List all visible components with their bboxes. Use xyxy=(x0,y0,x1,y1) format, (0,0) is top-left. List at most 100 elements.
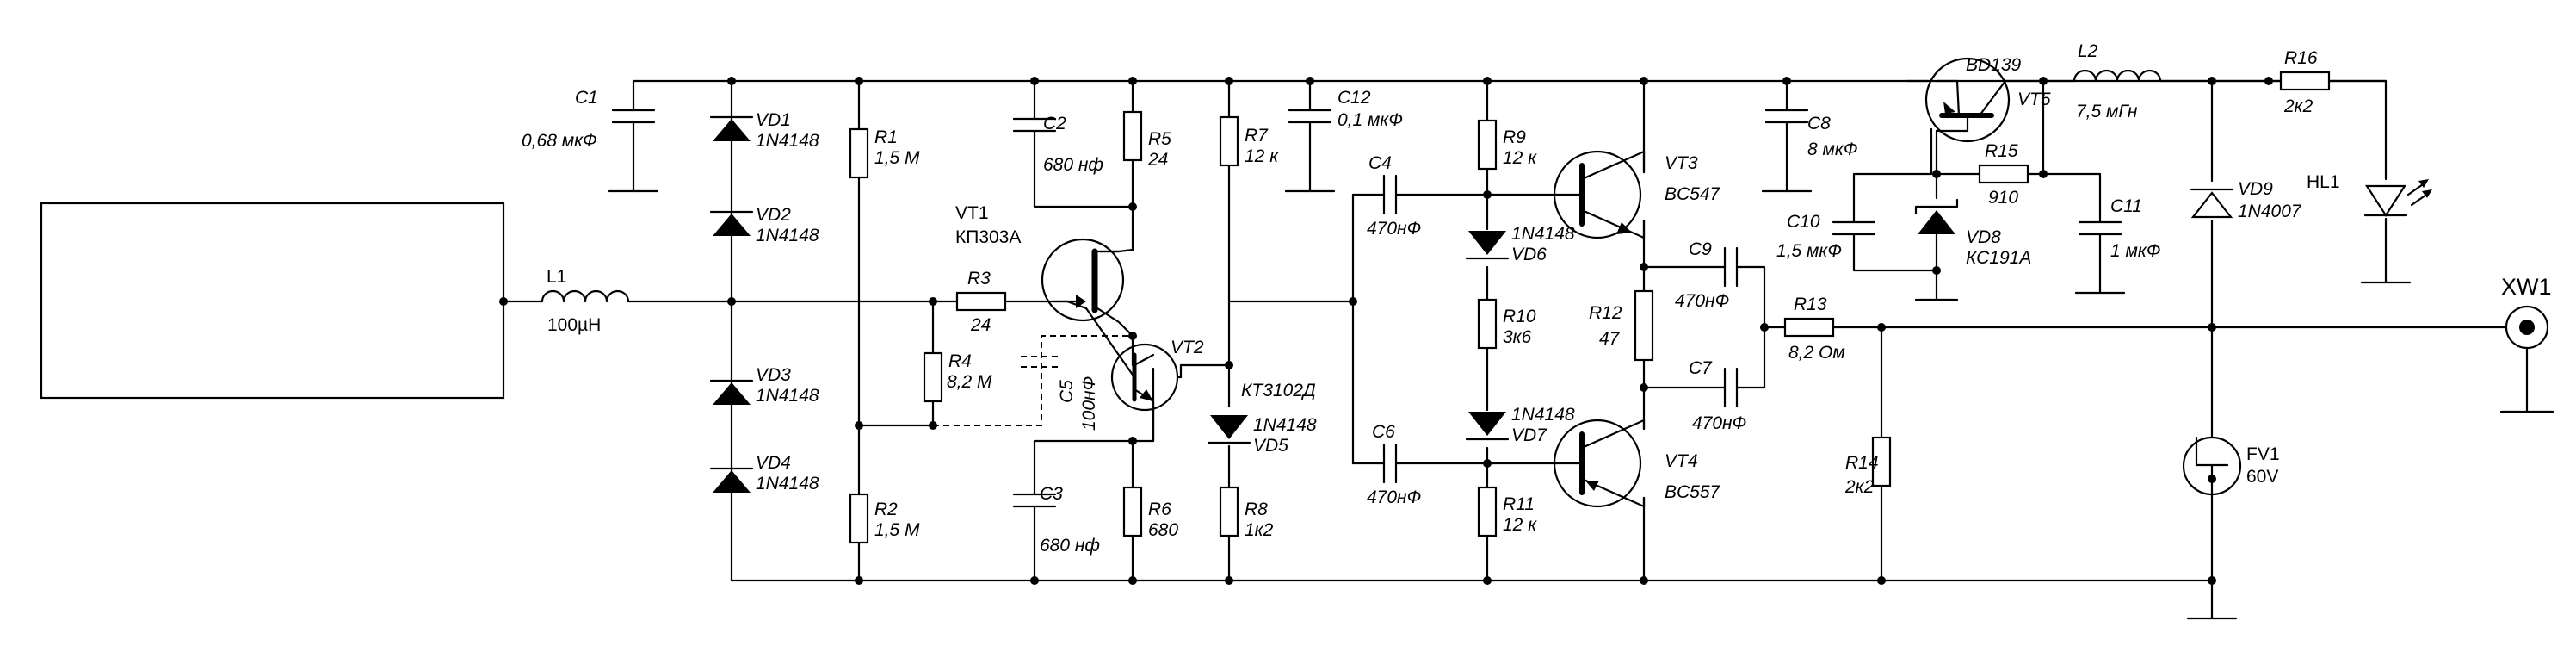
capacitor-c4: C4 470нФ xyxy=(1367,153,1421,239)
vt5-value: BD139 xyxy=(1966,55,2022,75)
vd3-ref: VD3 xyxy=(756,365,791,385)
r10-value: 3к6 xyxy=(1503,327,1532,347)
diode-vd2: VD2 1N4148 xyxy=(709,205,819,245)
diode-vd9: VD9 1N4007 xyxy=(2190,179,2302,221)
capacitor-c9: C9 470нФ xyxy=(1675,239,1739,311)
c4-value: 470нФ xyxy=(1367,219,1421,239)
c1-ref: C1 xyxy=(575,88,598,108)
fv1-ref: FV1 xyxy=(2246,444,2280,464)
r13-ref: R13 xyxy=(1794,295,1827,314)
inductor-l1: L1 100µH xyxy=(541,267,630,335)
capacitor-c8: C8 8 мкФ xyxy=(1764,109,1858,159)
c12-ref: C12 xyxy=(1337,88,1371,108)
vd7-ref: VD7 xyxy=(1511,425,1547,445)
c12-value: 0,1 мкФ xyxy=(1337,110,1403,130)
c2-ref: C2 xyxy=(1043,114,1066,133)
vt4-value: BC557 xyxy=(1665,482,1721,502)
resistor-r10: R10 3к6 xyxy=(1477,298,1536,350)
vd1-value: 1N4148 xyxy=(756,131,819,151)
resistor-r12: R12 47 xyxy=(1589,289,1654,362)
l1-value: 100µH xyxy=(547,315,601,335)
coax-connector-xw1: XW1 xyxy=(2501,274,2552,350)
r5-ref: R5 xyxy=(1148,129,1171,149)
capacitor-c6: C6 470нФ xyxy=(1367,422,1421,507)
r2-ref: R2 xyxy=(874,500,898,519)
vd7-value: 1N4148 xyxy=(1511,405,1575,425)
resistor-r11: R11 12 к xyxy=(1477,486,1537,537)
vd8-value: КС191А xyxy=(1966,248,2031,268)
c3-value: 680 нф xyxy=(1040,536,1100,556)
resistor-r5: R5 24 xyxy=(1122,110,1171,170)
c11-ref: C11 xyxy=(2110,196,2142,216)
fv1-value: 60V xyxy=(2246,467,2278,487)
r1-value: 1,5 М xyxy=(874,148,920,168)
c7-value: 470нФ xyxy=(1692,413,1746,433)
resistor-r2: R2 1,5 М xyxy=(849,493,920,544)
resistor-r9: R9 12 к xyxy=(1477,119,1537,171)
c10-ref: C10 xyxy=(1787,212,1820,232)
r15-ref: R15 xyxy=(1985,141,2018,161)
r11-value: 12 к xyxy=(1503,515,1537,535)
r12-value: 47 xyxy=(1599,329,1621,349)
c11-value: 1 мкФ xyxy=(2110,241,2161,261)
r13-value: 8,2 Ом xyxy=(1788,343,1845,363)
capacitor-c2: C2 680 нф xyxy=(1012,114,1103,175)
vd6-value: 1N4148 xyxy=(1511,224,1575,244)
vt3-ref: VT3 xyxy=(1665,153,1698,173)
vd1-ref: VD1 xyxy=(756,110,791,130)
resistor-r16: R16 2к2 xyxy=(2279,48,2331,116)
c10-value: 1,5 мкФ xyxy=(1776,241,1842,261)
c2-value: 680 нф xyxy=(1043,155,1103,175)
r7-value: 12 к xyxy=(1245,146,1279,166)
r9-ref: R9 xyxy=(1503,127,1526,147)
capacitor-c12: C12 0,1 мкФ xyxy=(1288,88,1403,130)
vt1-value: КП303А xyxy=(955,227,1021,247)
spark-gap-fv1: FV1 60V xyxy=(2182,436,2280,496)
c9-ref: C9 xyxy=(1689,239,1712,259)
r6-value: 680 xyxy=(1148,520,1178,540)
capacitor-c5-dashed: C5 100нФ xyxy=(933,335,1133,431)
vd8-ref: VD8 xyxy=(1966,227,2001,247)
vd2-ref: VD2 xyxy=(756,205,791,225)
r2-value: 1,5 М xyxy=(874,520,920,540)
vd4-value: 1N4148 xyxy=(756,474,819,494)
resistor-r1: R1 1,5 М xyxy=(849,127,920,179)
zener-vd8: VD8 КС191А xyxy=(1914,198,2031,268)
l2-ref: L2 xyxy=(2078,41,2098,61)
diode-vd6: 1N4148 VD6 xyxy=(1465,224,1575,264)
r5-value: 24 xyxy=(1147,150,1168,170)
vt4-ref: VT4 xyxy=(1665,451,1698,471)
r15-value: 910 xyxy=(1988,188,2018,208)
xw1-ref: XW1 xyxy=(2501,274,2552,300)
capacitor-c7: C7 470нФ xyxy=(1689,358,1746,433)
c3-ref: C3 xyxy=(1040,484,1063,504)
r3-value: 24 xyxy=(970,315,991,335)
diode-vd7: 1N4148 VD7 xyxy=(1465,405,1575,445)
r16-ref: R16 xyxy=(2284,48,2318,68)
resistor-r7: R7 12 к xyxy=(1219,115,1279,167)
r12-ref: R12 xyxy=(1589,303,1622,323)
resistor-r4: R4 8,2 М xyxy=(923,351,992,403)
r11-ref: R11 xyxy=(1503,494,1535,514)
r14-value: 2к2 xyxy=(1844,477,1875,497)
vt2-ref: VT2 xyxy=(1171,338,1204,357)
transistor-vt5: BD139 VT5 xyxy=(1924,55,2051,143)
r10-ref: R10 xyxy=(1503,307,1536,326)
r16-value: 2к2 xyxy=(2283,96,2313,116)
vd3-value: 1N4148 xyxy=(756,386,819,406)
vd9-value: 1N4007 xyxy=(2238,202,2302,221)
c8-ref: C8 xyxy=(1807,114,1831,133)
r9-value: 12 к xyxy=(1503,148,1537,168)
inductor-l2: L2 7,5 мГн xyxy=(2073,41,2162,121)
capacitor-c11: C11 1 мкФ xyxy=(2078,196,2161,261)
l1-ref: L1 xyxy=(547,267,566,287)
vd5-value: 1N4148 xyxy=(1253,415,1317,435)
transistor-vt2: VT2 КТ3102Д xyxy=(1084,307,1316,443)
resistor-r6: R6 680 xyxy=(1122,486,1178,540)
resistor-r15: R15 910 xyxy=(1978,141,2029,208)
c1-value: 0,68 мкФ xyxy=(522,131,597,151)
led-hl1: HL1 xyxy=(2307,172,2432,218)
vd4-ref: VD4 xyxy=(756,453,791,473)
vt3-value: BC547 xyxy=(1665,184,1721,204)
